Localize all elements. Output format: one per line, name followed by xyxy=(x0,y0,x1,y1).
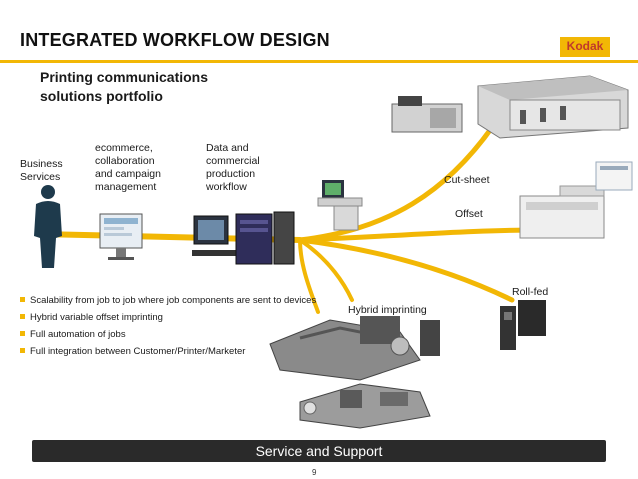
title-rule xyxy=(0,60,638,63)
digital-press-icon xyxy=(391,96,463,133)
roll-fed-press-icon xyxy=(500,300,546,350)
prepress-workstation-icon xyxy=(317,180,363,231)
page-number: 9 xyxy=(312,468,317,477)
label-line: workflow xyxy=(206,181,247,193)
label-business-services: Business Services xyxy=(20,158,63,184)
service-support-bar: Service and Support xyxy=(32,440,606,462)
kodak-logo: Kodak xyxy=(560,37,610,57)
ecommerce-monitor-icon xyxy=(99,213,143,260)
list-item: Scalability from job to job where job co… xyxy=(20,292,316,309)
hybrid-press-icon xyxy=(269,316,440,381)
label-line: Data and xyxy=(206,142,249,154)
subtitle-line-2: solutions portfolio xyxy=(40,88,163,104)
workflow-server-icon xyxy=(192,211,295,265)
list-item: Full automation of jobs xyxy=(20,326,316,343)
branch-offset xyxy=(297,227,543,243)
web-press-icon xyxy=(299,383,431,429)
cut-sheet-press-icon xyxy=(477,75,629,139)
label-data-workflow: Data and commercial production workflow xyxy=(206,142,260,194)
offset-platesetter-icon xyxy=(519,161,633,239)
label-line: ecommerce, xyxy=(95,142,153,154)
branch-cutsheet xyxy=(297,97,513,243)
label-line: and campaign xyxy=(95,168,161,180)
feature-list: Scalability from job to job where job co… xyxy=(20,292,316,360)
subtitle: Printing communications solutions portfo… xyxy=(40,68,260,106)
page-title: INTEGRATED WORKFLOW DESIGN xyxy=(20,30,330,50)
label-line: production xyxy=(206,168,256,180)
branch-hybrid xyxy=(298,238,354,302)
logo-text: Kodak xyxy=(566,39,604,53)
list-item: Full integration between Customer/Printe… xyxy=(20,343,316,360)
label-offset: Offset xyxy=(455,208,483,220)
label-roll-fed: Roll-fed xyxy=(512,286,549,298)
label-line: Services xyxy=(20,171,61,183)
subtitle-line-1: Printing communications xyxy=(40,69,209,85)
label-line: commercial xyxy=(206,155,260,167)
list-item: Hybrid variable offset imprinting xyxy=(20,309,316,326)
label-cut-sheet: Cut-sheet xyxy=(444,174,490,186)
business-person-icon xyxy=(34,185,62,268)
label-line: Business xyxy=(20,158,63,170)
label-hybrid-imprinting: Hybrid imprinting xyxy=(348,304,427,316)
label-line: collaboration xyxy=(95,155,155,167)
label-line: management xyxy=(95,181,157,193)
branch-lower xyxy=(298,238,320,314)
workflow-branches xyxy=(37,97,543,314)
branch-rollfed xyxy=(297,237,515,303)
label-ecommerce: ecommerce, collaboration and campaign ma… xyxy=(95,142,161,194)
